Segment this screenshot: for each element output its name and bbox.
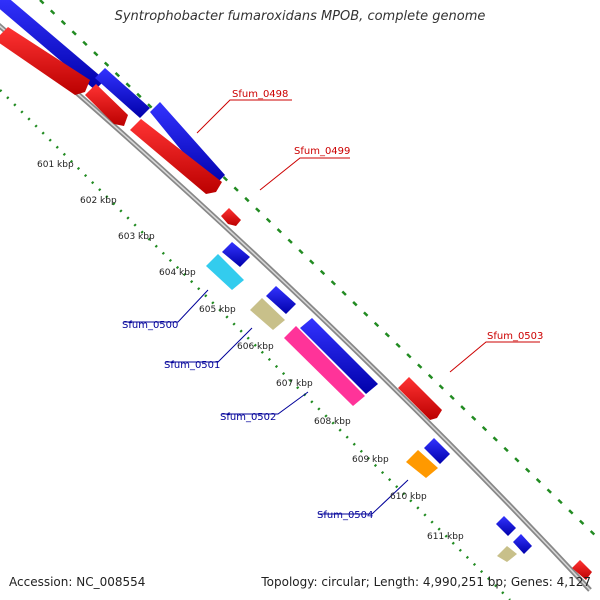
label-leaders — [124, 99, 540, 515]
leader-sfum0498 — [196, 99, 292, 134]
gene-magenta-sfum0502[interactable] — [284, 326, 365, 406]
gene-label-sfum0501[interactable]: Sfum_0501 — [164, 360, 220, 371]
gene-red-edge[interactable] — [572, 560, 592, 580]
gene-blue-2[interactable] — [95, 68, 150, 118]
backbone-outer — [0, 22, 592, 592]
gene-red-sfum0503[interactable] — [398, 377, 442, 420]
kbp-label: 605 kbp — [199, 305, 236, 315]
gene-blue-small-4[interactable] — [496, 516, 516, 536]
kbp-scale: 601 kbp 602 kbp 603 kbp 604 kbp 605 kbp … — [37, 160, 464, 542]
gene-label-sfum0498[interactable]: Sfum_0498 — [232, 89, 288, 100]
gene-blue-small-2[interactable] — [266, 286, 296, 314]
leader-sfum0501 — [165, 327, 253, 363]
leader-sfum0499 — [259, 157, 350, 191]
kbp-label: 604 kbp — [159, 268, 196, 278]
gene-khaki-sfum0501[interactable] — [250, 298, 285, 330]
reverse-genes — [0, 27, 592, 580]
gene-blue-sfum0498[interactable] — [150, 102, 225, 188]
kbp-label: 603 kbp — [118, 232, 155, 242]
leader-sfum0502 — [222, 391, 309, 415]
kbp-label: 607 kbp — [276, 379, 313, 389]
forward-genes — [0, 0, 532, 554]
genome-title: Syntrophobacter fumaroxidans MPOB, compl… — [114, 9, 486, 24]
gene-khaki-small[interactable] — [497, 546, 517, 562]
gene-label-sfum0504[interactable]: Sfum_0504 — [317, 510, 373, 521]
gene-blue-1[interactable] — [0, 0, 105, 90]
inner-guide-line — [0, 89, 511, 600]
gene-label-sfum0500[interactable]: Sfum_0500 — [122, 320, 178, 331]
kbp-label: 610 kbp — [390, 492, 427, 502]
gene-blue-small-5[interactable] — [513, 534, 532, 554]
gene-red-small[interactable] — [221, 208, 241, 226]
gene-label-sfum0502[interactable]: Sfum_0502 — [220, 412, 276, 423]
gene-red-2[interactable] — [85, 84, 128, 126]
gene-blue-small-1[interactable] — [222, 242, 250, 267]
gene-cyan-sfum0500[interactable] — [206, 254, 244, 290]
gene-orange-sfum0504[interactable] — [406, 450, 438, 478]
leader-sfum0503 — [449, 341, 540, 373]
kbp-label: 606 kbp — [237, 342, 274, 352]
gene-blue-long[interactable] — [300, 318, 378, 394]
backbone-inner — [0, 25, 591, 591]
gene-blue-small-3[interactable] — [424, 438, 450, 464]
outer-tick-line — [39, 0, 600, 541]
leader-sfum0500 — [124, 289, 209, 323]
accession-text: Accession: NC_008554 — [9, 575, 146, 589]
kbp-label: 601 kbp — [37, 160, 74, 170]
kbp-label: 611 kbp — [427, 532, 464, 542]
gene-labels: Sfum_0498 Sfum_0499 Sfum_0503 Sfum_0500 … — [122, 89, 543, 521]
genome-summary: Topology: circular; Length: 4,990,251 bp… — [261, 575, 591, 589]
colored-genes — [206, 254, 517, 562]
gene-label-sfum0499[interactable]: Sfum_0499 — [294, 146, 350, 157]
kbp-label: 602 kbp — [80, 196, 117, 206]
kbp-label: 608 kbp — [314, 417, 351, 427]
gene-label-sfum0503[interactable]: Sfum_0503 — [487, 331, 543, 342]
gene-red-1[interactable] — [0, 27, 90, 95]
kbp-label: 609 kbp — [352, 455, 389, 465]
gene-red-sfum0499[interactable] — [130, 119, 222, 194]
leader-sfum0504 — [318, 479, 409, 515]
